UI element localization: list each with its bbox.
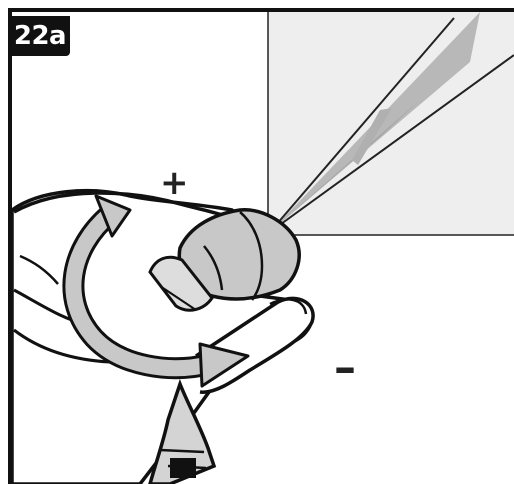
decrease-indicator: – xyxy=(334,346,356,390)
hand-holding-nozzle-icon xyxy=(12,191,313,484)
increase-indicator: + xyxy=(160,166,189,200)
step-number-badge: 22a xyxy=(10,16,70,56)
